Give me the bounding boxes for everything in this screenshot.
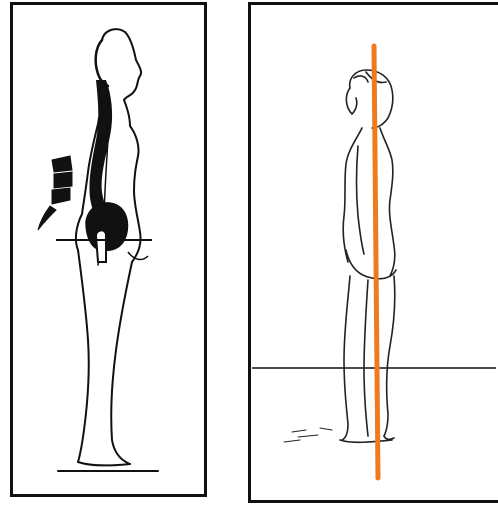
right-shorts <box>346 250 396 279</box>
left-leg-front <box>111 262 132 464</box>
plumb-line <box>374 46 378 478</box>
detached-spine-segment <box>38 156 72 230</box>
left-hair <box>96 40 108 86</box>
right-leg-front <box>384 276 395 436</box>
right-feet <box>340 436 394 442</box>
right-hair <box>346 72 386 114</box>
right-inner-leg <box>364 280 368 436</box>
right-arm <box>357 146 365 254</box>
femur-head <box>96 230 106 262</box>
left-leg-back <box>78 250 89 462</box>
right-leg-back <box>342 276 350 440</box>
right-shadow <box>284 428 332 442</box>
left-front-outline <box>124 100 141 262</box>
right-torso-front <box>380 128 395 276</box>
right-torso-back <box>343 128 362 262</box>
left-feet <box>78 462 130 465</box>
